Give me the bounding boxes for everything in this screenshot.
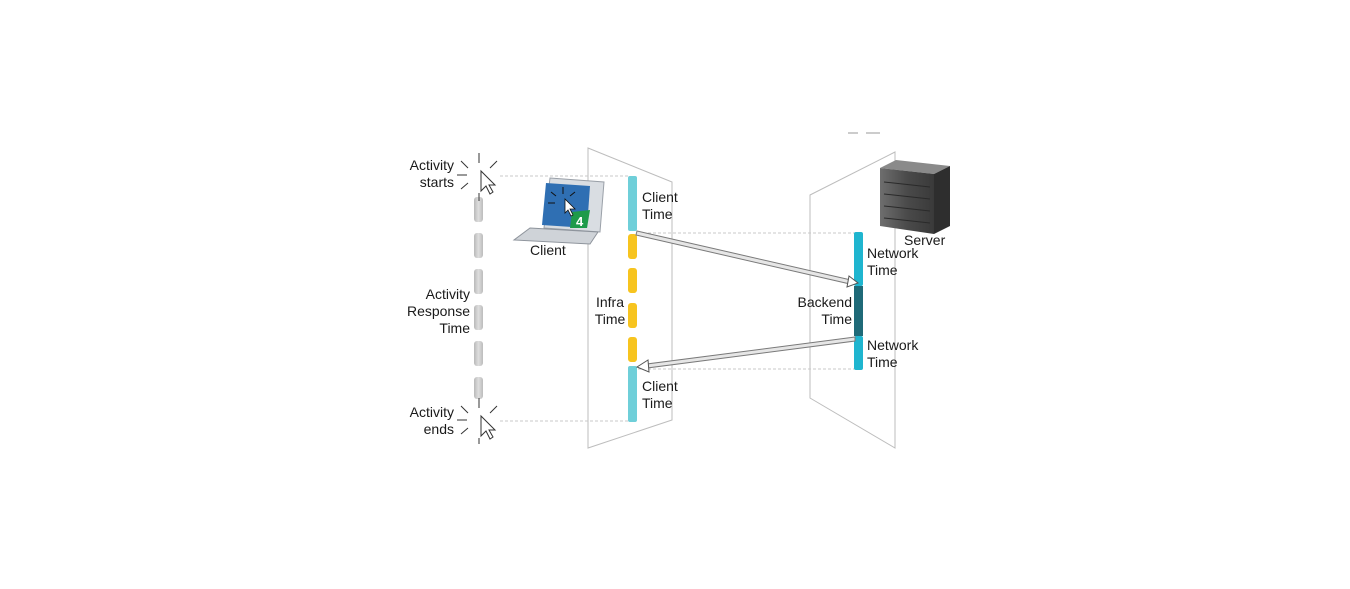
network-time-bar [854,232,863,286]
request-arrow [635,230,860,288]
client-plane [587,147,673,449]
server-timeline [854,232,863,370]
guide-lines [500,175,858,422]
client-label: Client [530,242,566,258]
timeline-segment [474,197,483,222]
svg-text:4: 4 [576,214,584,229]
timeline-segment [474,377,483,399]
timeline-segment [474,305,483,330]
infra-time-bar [628,268,637,293]
response-arrow [635,336,856,373]
infra-time-bar [628,303,637,328]
cursor-click-icon [457,398,498,444]
client-timeline [628,176,637,422]
activity-timeline [474,197,483,399]
infra-time-bar [628,234,637,259]
timeline-segment [474,341,483,366]
timeline-segment [474,233,483,258]
laptop-icon: 4 [512,177,605,245]
cursor-click-icon [457,153,498,201]
server-plane [809,151,896,449]
client-time-bar [628,366,637,422]
timeline-segment [474,269,483,294]
infra-time-bar [628,337,637,362]
backend-time-bar [854,286,863,336]
network-time-bar [854,336,863,370]
server-icon [880,160,950,234]
client-time-bar [628,176,637,231]
server-label: Server [904,232,946,248]
